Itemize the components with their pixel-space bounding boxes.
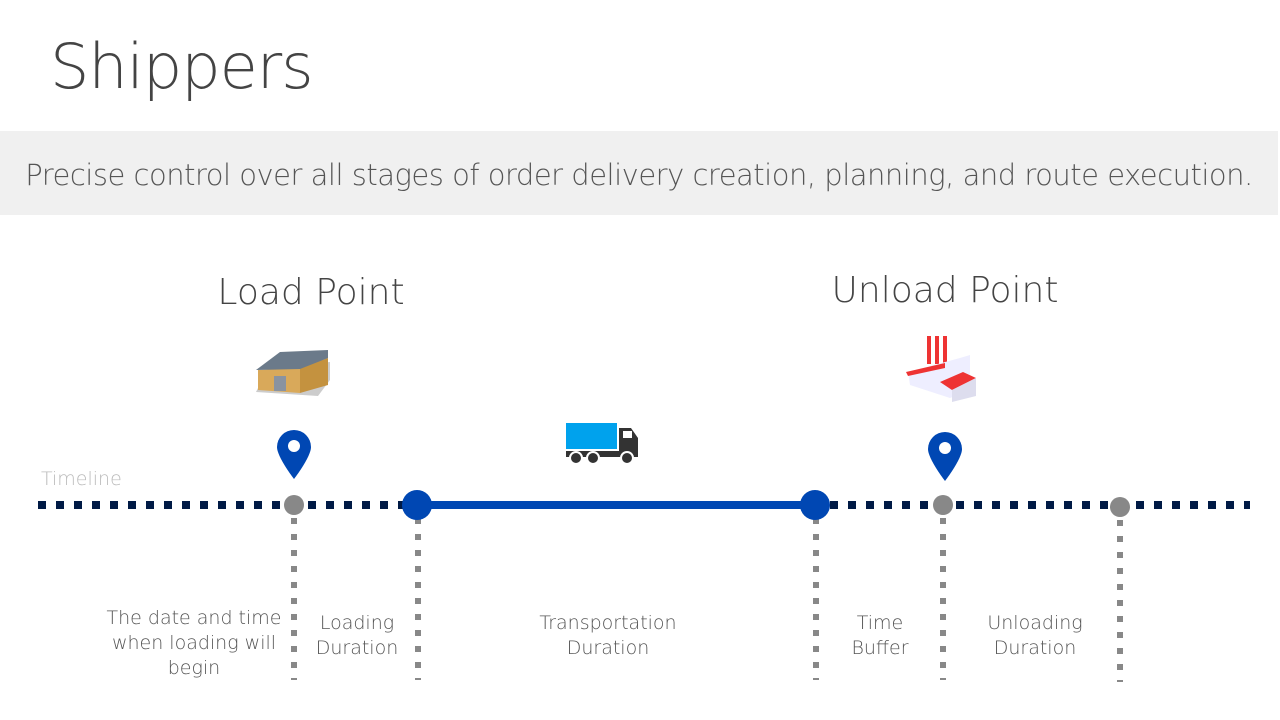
buffer-end-node [933,495,953,515]
truck-icon [566,423,638,465]
label-loading: Loading Duration [315,612,399,659]
unloading-end-node [1110,497,1130,517]
subtitle-band [0,131,1278,215]
start-node [284,495,304,515]
load-point-title: Load Point [217,272,405,313]
label-start: The date and time when loading will begi… [106,607,282,679]
timeline-label: Timeline [41,468,122,490]
label-unloading: Unloading Duration [987,612,1083,659]
warehouse-icon [256,350,330,396]
factory-icon [906,336,976,402]
load-pin-icon [277,430,311,479]
label-buffer: Time Buffer [851,612,909,659]
subtitle: Precise control over all stages of order… [25,158,1253,192]
page-title: Shippers [50,30,314,103]
transport-end-node [800,490,830,520]
unload-pin-icon [928,432,962,481]
label-transport: Transportation Duration [539,612,677,659]
unload-point-title: Unload Point [831,270,1059,311]
loading-end-node [402,490,432,520]
